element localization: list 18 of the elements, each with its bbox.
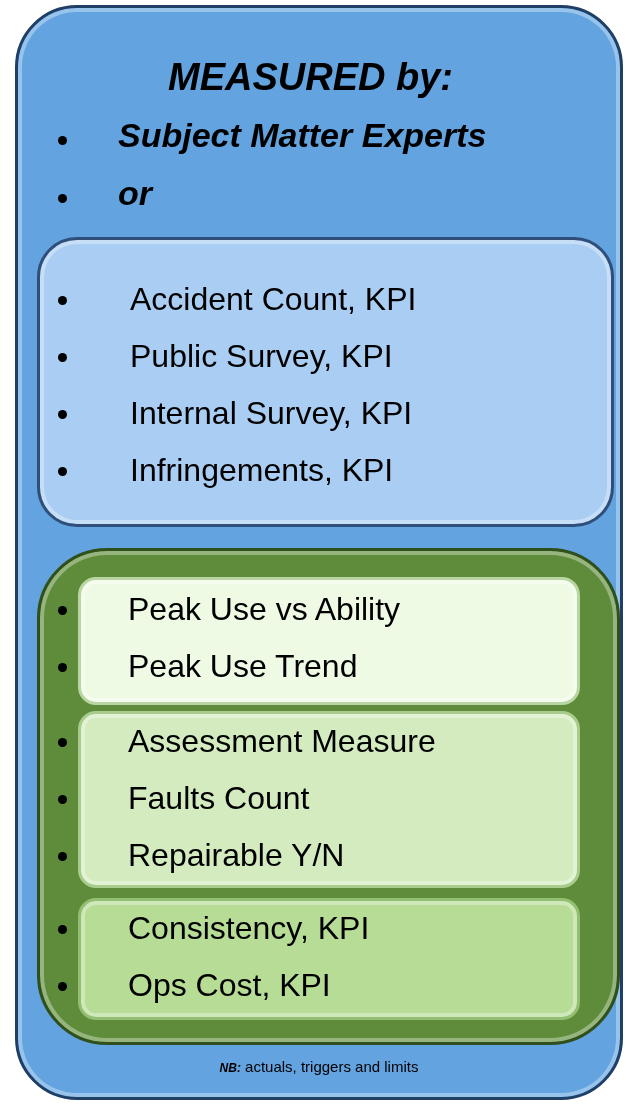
group-box <box>37 548 620 1045</box>
list-item: Accident Count, KPI <box>130 280 417 318</box>
list-item: Peak Use vs Ability <box>128 590 401 628</box>
outer-panel <box>15 5 623 1100</box>
list-item: Subject Matter Experts <box>118 116 487 155</box>
list-item: Public Survey, KPI <box>130 337 393 375</box>
list-item: Consistency, KPI <box>128 909 370 947</box>
heading: MEASURED by: <box>168 56 454 99</box>
list-item: Ops Cost, KPI <box>128 966 331 1004</box>
list-item: Repairable Y/N <box>128 836 345 874</box>
list-item: Peak Use Trend <box>128 647 358 685</box>
note: NB: actuals, triggers and limits <box>218 1058 420 1075</box>
list-item: Faults Count <box>128 779 310 817</box>
list-item: Assessment Measure <box>128 722 436 760</box>
list-item: Internal Survey, KPI <box>130 394 413 432</box>
list-item: Infringements, KPI <box>130 451 394 489</box>
list-item: or <box>118 174 152 213</box>
list-box <box>37 237 614 527</box>
